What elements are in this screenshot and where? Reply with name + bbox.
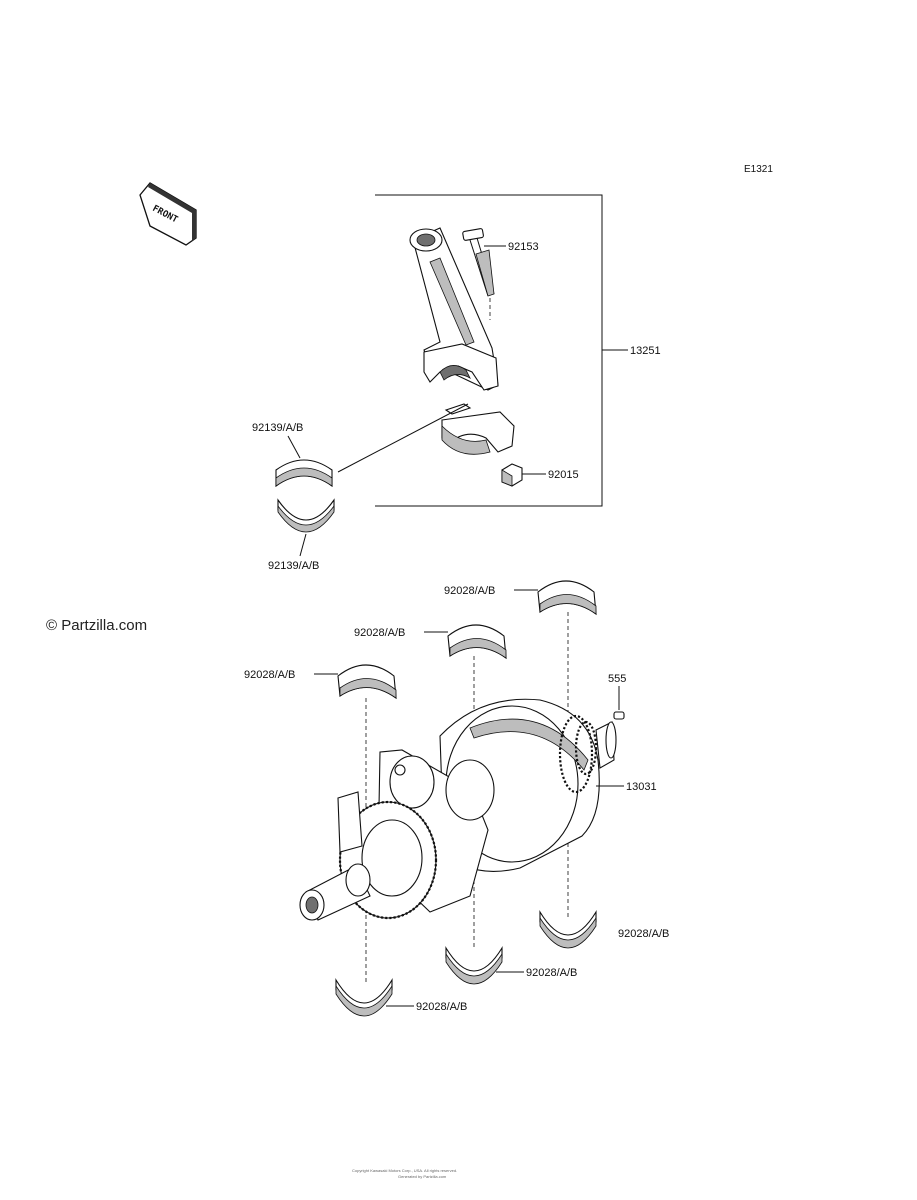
front-arrow-icon: FRONT — [139, 182, 197, 246]
connecting-rod — [409, 227, 499, 391]
conrod-bearing-lower — [277, 498, 335, 557]
label-main-bearing-upper-2: 92028/A/B — [354, 627, 405, 639]
label-main-bearing-upper-3: 92028/A/B — [244, 669, 295, 681]
label-conrod-assy: 13251 — [630, 345, 661, 357]
main-bearing-lower-3 — [335, 978, 414, 1017]
conrod-bearing-upper — [275, 435, 333, 488]
label-main-bearing-upper-1: 92028/A/B — [444, 585, 495, 597]
diagram-code: E1321 — [744, 164, 773, 175]
main-bearing-upper-1 — [514, 580, 597, 616]
footer-generated: Generated by Partzilla.com — [398, 1174, 447, 1179]
label-conrod-bearing-bottom: 92139/A/B — [268, 560, 319, 572]
conrod-assembly-bracket — [375, 194, 628, 507]
crankshaft — [299, 698, 624, 921]
label-nut: 92015 — [548, 469, 579, 481]
label-key: 555 — [608, 673, 626, 685]
label-bolt: 92153 — [508, 241, 539, 253]
conrod-cap — [441, 403, 515, 455]
watermark: © Partzilla.com — [46, 617, 147, 634]
footer-copyright: Copyright Kawasaki Motors Corp., USA. Al… — [352, 1168, 457, 1173]
leader-bearing-rod — [337, 403, 469, 473]
label-main-bearing-lower-3: 92028/A/B — [416, 1001, 467, 1013]
key — [613, 686, 625, 720]
label-main-bearing-lower-1: 92028/A/B — [618, 928, 669, 940]
main-bearing-upper-2 — [424, 624, 507, 660]
bolt — [462, 228, 506, 320]
nut — [501, 463, 546, 487]
main-bearing-lower-2 — [445, 946, 524, 985]
label-main-bearing-lower-2: 92028/A/B — [526, 967, 577, 979]
label-crankshaft: 13031 — [626, 781, 657, 793]
label-conrod-bearing-top: 92139/A/B — [252, 422, 303, 434]
main-bearing-upper-3 — [314, 664, 397, 700]
main-bearing-lower-1 — [539, 910, 597, 949]
